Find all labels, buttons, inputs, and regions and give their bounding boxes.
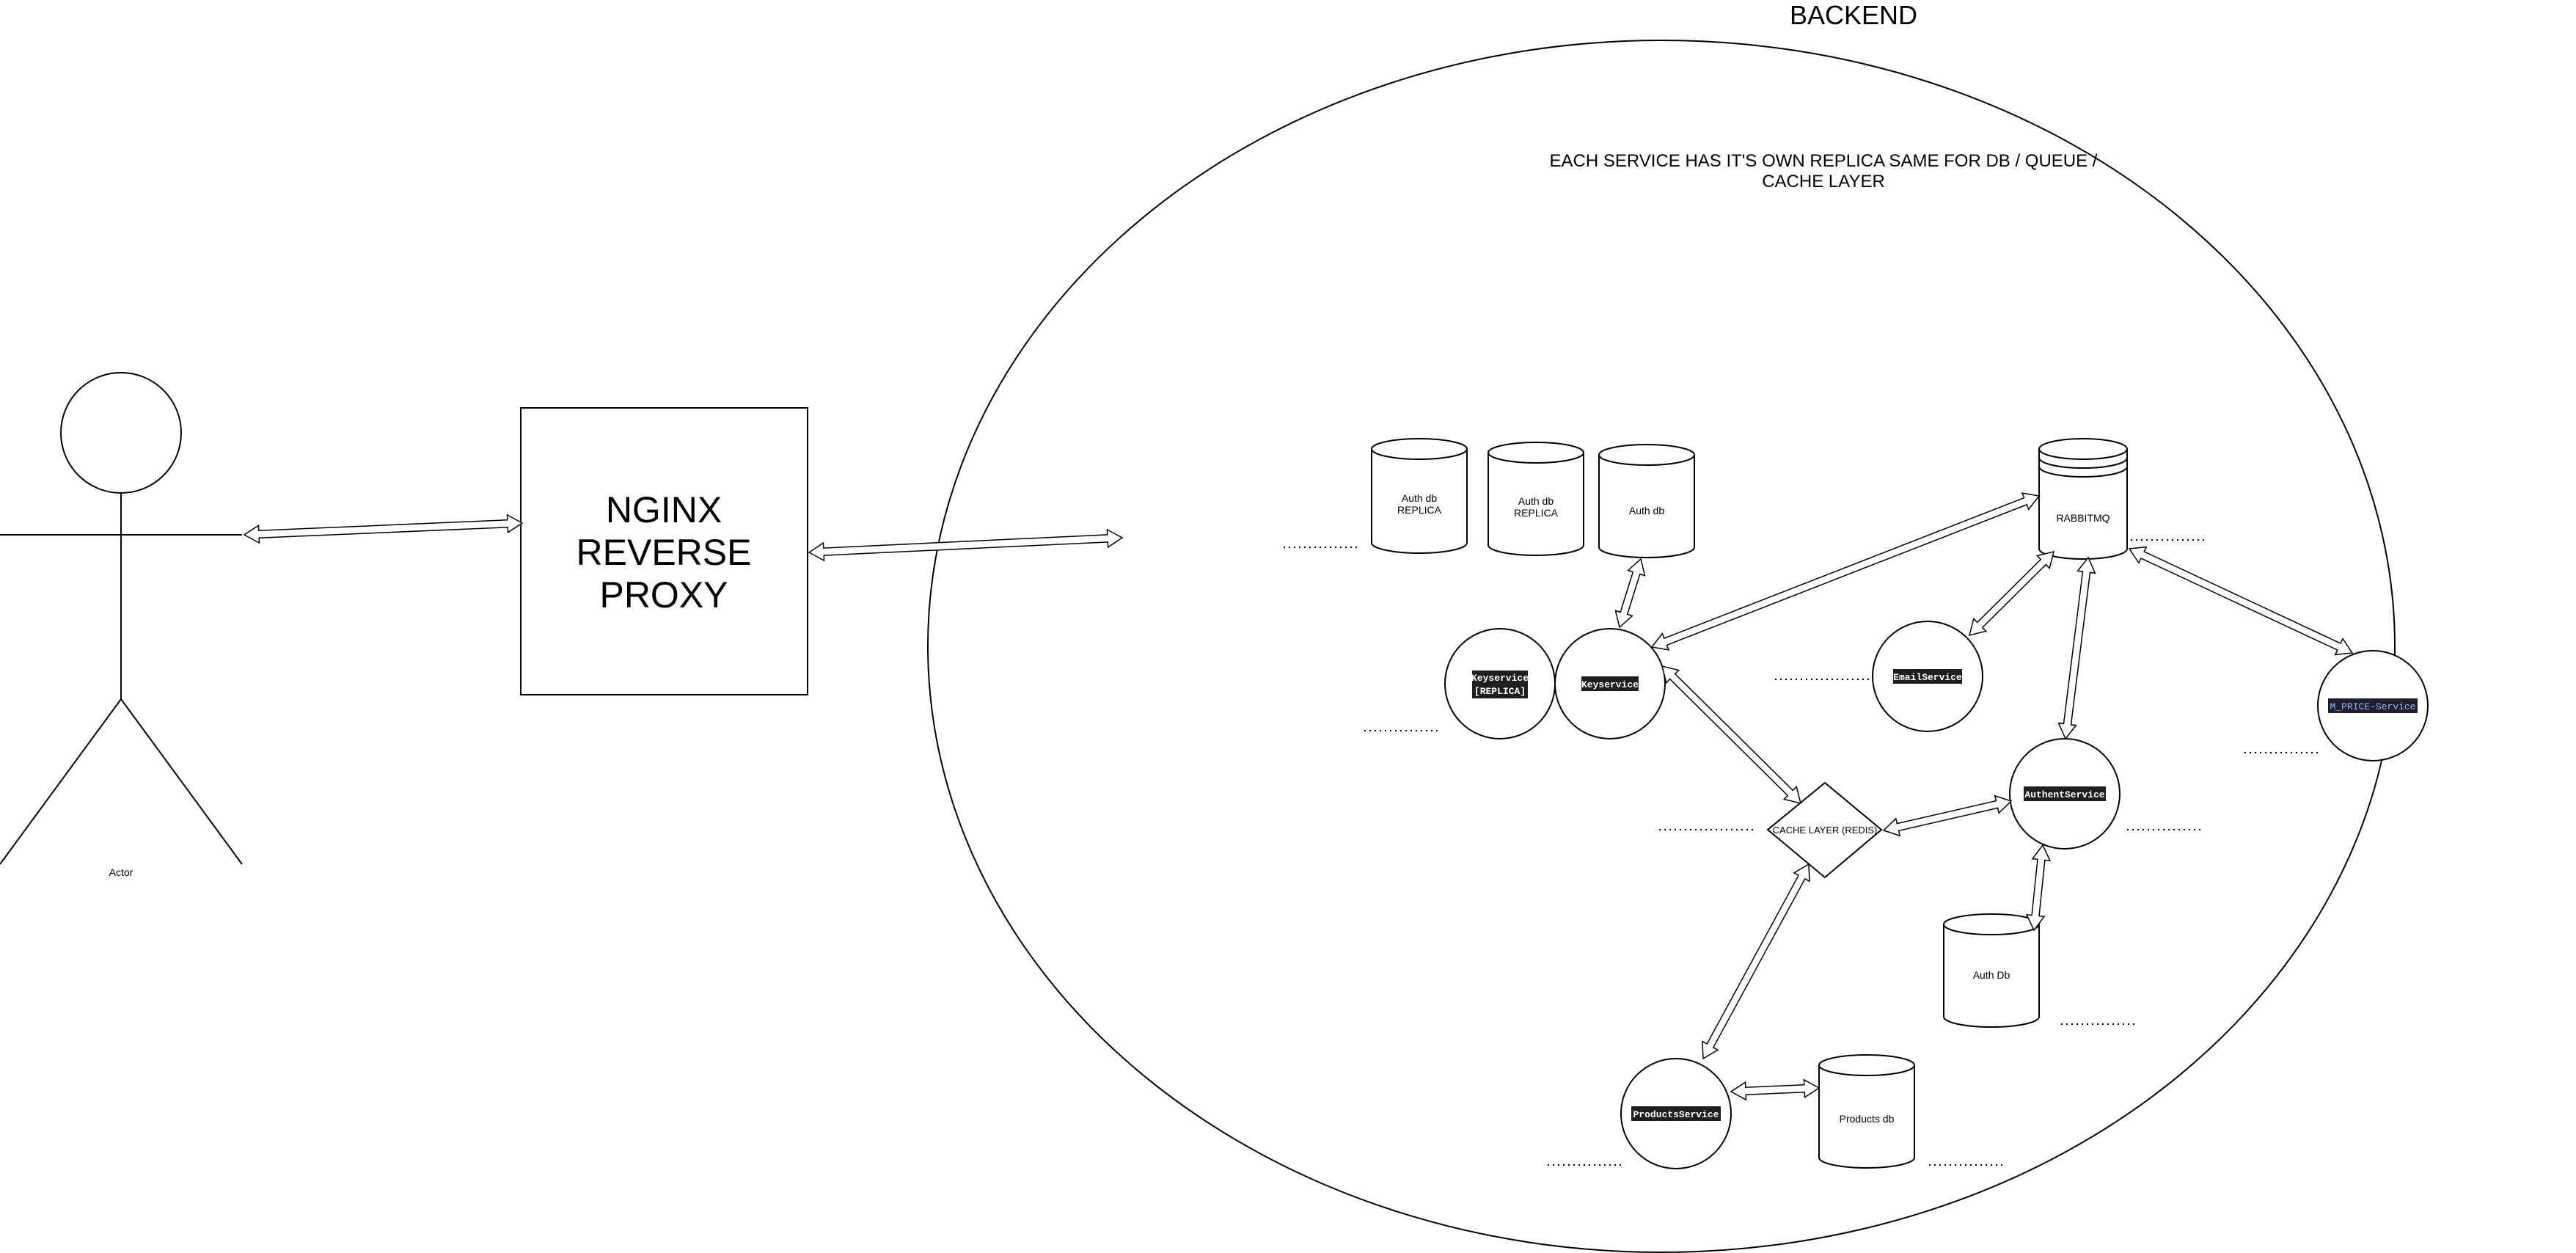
arrow-cache-to-productsservice [1702,863,1810,1060]
cylinder-body [1371,449,1468,554]
db-label: Auth db [1629,505,1664,516]
label-background [1631,1106,1721,1121]
proxy-label-line3: PROXY [599,574,728,615]
cylinder-top [1818,1054,1915,1076]
cylinder-body [1943,924,2040,1028]
label-background [2328,698,2418,713]
productsservice[interactable]: ProductsService [1620,1058,1732,1169]
backend-note-line2: CACHE LAYER [1762,172,1885,191]
proxy-label-line1: NGINX [606,489,722,530]
cylinder-top [1598,444,1695,466]
cache-diamond [1766,781,1883,879]
cylinder-body [1818,1065,1915,1169]
queue-ring-2 [2038,466,2128,478]
actor-right-leg [120,698,243,865]
label-background [1893,669,1962,684]
replica-dots [1284,539,2318,1166]
cylinder-top [1943,913,2040,935]
arrow-keyservice-to-cache [1661,665,1802,805]
db-label-line2: REPLICA [1397,504,1442,516]
service-label: Keyservice [1581,679,1639,690]
actor[interactable]: Actor [0,372,243,878]
service-label: EmailService [1893,672,1962,683]
queue-label: RABBITMQ [2056,512,2110,524]
service-label: ProductsService [1633,1109,1719,1120]
backend-title: BACKEND [1790,0,1917,30]
auth-db-2[interactable]: Auth Db [1943,913,2040,1028]
nginx-proxy-box[interactable]: NGINX REVERSE PROXY [520,407,808,695]
arrow-proxy-to-backend [808,528,1124,562]
products-db[interactable]: Products db [1818,1054,1915,1169]
arrow-actor-to-proxy [243,514,524,544]
rabbitmq-queue[interactable]: RABBITMQ [2038,438,2128,560]
cache-layer[interactable]: CACHE LAYER (REDIS) [1766,781,1883,879]
authentservice[interactable]: AuthentService [2009,738,2121,850]
arrow-auth-db-to-keyservice [1614,558,1646,629]
queue-body [2038,449,2128,560]
arrow-authentservice-to-rabbitmq [2057,556,2096,740]
db-label: Auth Db [1973,969,2010,981]
service-label-line2: [REPLICA] [1474,686,1526,697]
arrow-rabbitmq-to-price-service [2128,546,2354,656]
backend-note-line1: EACH SERVICE HAS IT'S OWN REPLICA SAME F… [1550,151,2098,171]
service-label: M_PRICE-Service [2330,701,2415,712]
auth-db[interactable]: Auth db [1598,444,1695,558]
connection-arrows [243,492,2354,1101]
label-background [1472,671,1528,698]
arrow-productsservice-to-products-db [1730,1078,1821,1101]
proxy-rect [520,407,808,695]
emailservice[interactable]: EmailService [1872,621,1983,732]
cache-label: CACHE LAYER (REDIS) [1773,825,1878,836]
actor-label: Actor [109,866,133,878]
cylinder-top [1371,438,1468,460]
label-background [2024,786,2106,801]
keyservice-replica[interactable]: Keyservice [REPLICA] [1444,628,1556,739]
proxy-label-line2: REVERSE [577,532,752,573]
cylinder-body [1598,455,1695,558]
queue-ring-1 [2038,457,2128,469]
keyservice[interactable]: Keyservice [1554,628,1666,739]
queue-top [2038,438,2128,460]
cylinder-body [1488,453,1584,556]
cylinder-top [1488,442,1584,464]
db-label: Products db [1840,1113,1895,1125]
price-service[interactable]: M_PRICE-Service [2317,650,2429,761]
db-label-line2: REPLICA [1514,507,1559,519]
actor-left-leg [0,698,122,865]
auth-db-replica-1[interactable]: Auth db REPLICA [1371,438,1468,554]
service-label: AuthentService [2024,789,2104,800]
auth-db-replica-2[interactable]: Auth db REPLICA [1488,442,1584,556]
arrow-rabbitmq-to-emailservice [1968,550,2055,637]
actor-head [60,372,182,494]
arrow-cache-to-authentservice [1882,794,2013,837]
arrow-keyservice-to-rabbitmq [1650,492,2041,651]
db-label-line1: Auth db [1402,492,1437,504]
label-background [1581,676,1639,691]
service-label-line1: Keyservice [1471,673,1529,684]
db-label-line1: Auth db [1518,495,1554,507]
arrow-authentservice-to-auth-db-2 [2025,844,2052,932]
